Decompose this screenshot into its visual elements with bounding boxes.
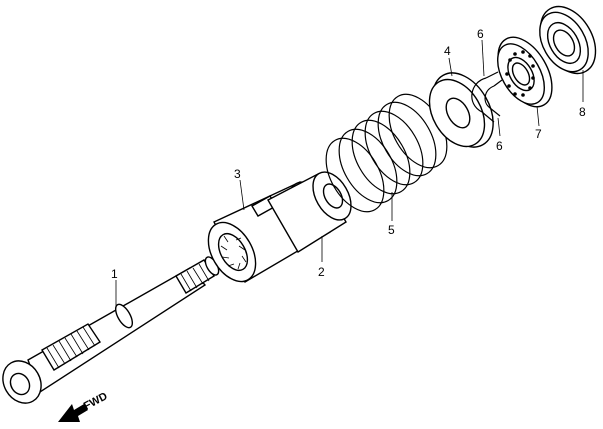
fwd-label: FWD — [82, 390, 110, 412]
hub-inner-splines — [220, 235, 247, 270]
part-8-oil-seal — [539, 5, 597, 75]
callout-5: 5 — [388, 223, 395, 237]
callout-2: 2 — [318, 265, 325, 279]
callout-1: 1 — [111, 267, 118, 281]
fwd-indicator: FWD — [58, 390, 110, 422]
leader-lines — [115, 39, 584, 308]
part-1-shaft — [2, 256, 220, 404]
part-6-circlip — [471, 71, 503, 123]
bearing-balls — [505, 50, 535, 97]
callout-6a: 6 — [477, 27, 484, 41]
callout-6b: 6 — [496, 139, 503, 153]
callout-8: 8 — [579, 105, 586, 119]
shaft-spline-lower — [41, 323, 101, 371]
arrow-icon — [58, 404, 88, 422]
part-2-cam-follower — [267, 171, 352, 253]
shaft-spline-upper — [175, 259, 215, 294]
callout-3: 3 — [234, 167, 241, 181]
part-4-spring-seat — [428, 72, 494, 148]
part-5-spring — [325, 93, 448, 213]
callout-4: 4 — [444, 44, 451, 58]
part-7-bearing — [496, 36, 553, 108]
callout-7: 7 — [535, 127, 542, 141]
